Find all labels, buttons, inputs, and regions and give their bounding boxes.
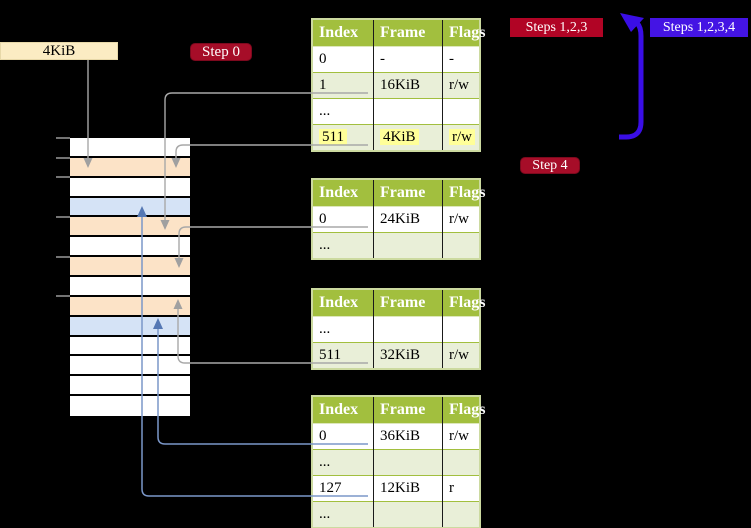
cell-frame: 36KiB: [380, 428, 421, 444]
col-header-index: Index: [313, 180, 374, 207]
cell-index: ...: [319, 321, 331, 337]
memory-frame-row: [70, 138, 190, 158]
cell-flags: r/w: [449, 428, 469, 444]
cell-index: 0: [319, 51, 327, 67]
cell-flags: r: [449, 480, 454, 496]
memory-frame-row: [70, 356, 190, 377]
col-header-index: Index: [313, 290, 374, 317]
memory-frame-row: [70, 316, 190, 337]
cell-flags: r/w: [449, 77, 469, 93]
memory-frame-row: [70, 396, 190, 416]
table-row: 1 16KiB r/w: [313, 72, 479, 99]
table-row: ...: [313, 98, 479, 125]
cell-frame: 24KiB: [380, 211, 421, 227]
physical-memory-stack: [70, 138, 190, 416]
memory-frame-row: [70, 157, 190, 178]
memory-frame-row: [70, 277, 190, 297]
cell-flags: r/w: [449, 211, 469, 227]
memory-frame-row: [70, 237, 190, 258]
cell-index: 511: [319, 129, 347, 145]
memory-frame-row: [70, 336, 190, 357]
cell-index: 0: [319, 211, 327, 227]
step4-badge: Step 4: [520, 157, 580, 174]
page-table-1: Index Frame Flags 0 - - 1 16KiB r/w ...: [311, 18, 485, 152]
cell-index: ...: [319, 506, 331, 522]
cell-flags: r/w: [449, 347, 469, 363]
cell-frame: 4KiB: [380, 129, 419, 145]
col-header-flags: Flags: [442, 290, 485, 317]
big-loop-arrow: [619, 13, 644, 140]
table-header-row: Index Frame Flags: [313, 20, 485, 47]
table-row: ...: [313, 316, 479, 343]
col-header-index: Index: [313, 397, 374, 424]
cell-index: 511: [319, 347, 341, 363]
col-header-flags: Flags: [442, 397, 485, 424]
table-row: 0 - -: [313, 46, 479, 73]
col-header-frame: Frame: [373, 290, 443, 317]
cell-flags: r/w: [449, 129, 475, 145]
memory-frame-row: [70, 217, 190, 238]
frame-size-label: 4KiB: [0, 42, 118, 60]
cell-index: 0: [319, 428, 327, 444]
memory-tick-marks: [56, 137, 70, 297]
cell-frame: 32KiB: [380, 347, 421, 363]
table-row: ...: [313, 449, 479, 476]
table-header-row: Index Frame Flags: [313, 397, 485, 424]
page-table-2: Index Frame Flags 0 24KiB r/w ...: [311, 178, 485, 260]
col-header-frame: Frame: [373, 20, 443, 47]
table-row: 127 12KiB r: [313, 475, 479, 502]
cell-index: 127: [319, 480, 342, 496]
table-header-row: Index Frame Flags: [313, 180, 485, 207]
memory-frame-row: [70, 257, 190, 277]
table-row: 0 36KiB r/w: [313, 423, 479, 450]
col-header-flags: Flags: [442, 20, 485, 47]
page-table-4: Index Frame Flags 0 36KiB r/w ... 127 12…: [311, 395, 485, 528]
memory-frame-row: [70, 177, 190, 198]
steps1234-badge: Steps 1,2,3,4: [650, 18, 748, 37]
step0-badge: Step 0: [190, 43, 252, 61]
memory-frame-row: [70, 296, 190, 317]
page-table-3: Index Frame Flags ... 511 32KiB r/w: [311, 288, 485, 370]
cell-index: ...: [319, 454, 331, 470]
col-header-frame: Frame: [373, 397, 443, 424]
cell-frame: 16KiB: [380, 77, 421, 93]
col-header-index: Index: [313, 20, 374, 47]
table-header-row: Index Frame Flags: [313, 290, 485, 317]
cell-index: ...: [319, 103, 331, 119]
table-row: 511 32KiB r/w: [313, 342, 479, 368]
table-row: ...: [313, 501, 479, 527]
table-row: 0 24KiB r/w: [313, 206, 479, 233]
cell-index: ...: [319, 237, 331, 253]
table-row: ...: [313, 232, 479, 258]
col-header-flags: Flags: [442, 180, 485, 207]
col-header-frame: Frame: [373, 180, 443, 207]
steps123-badge: Steps 1,2,3: [510, 18, 603, 37]
cell-frame: -: [380, 51, 385, 67]
cell-index: 1: [319, 77, 327, 93]
table-row-highlighted: 511 4KiB r/w: [313, 124, 479, 150]
memory-frame-row: [70, 376, 190, 397]
cell-flags: -: [449, 51, 454, 67]
cell-frame: 12KiB: [380, 480, 421, 496]
memory-frame-row: [70, 197, 190, 218]
